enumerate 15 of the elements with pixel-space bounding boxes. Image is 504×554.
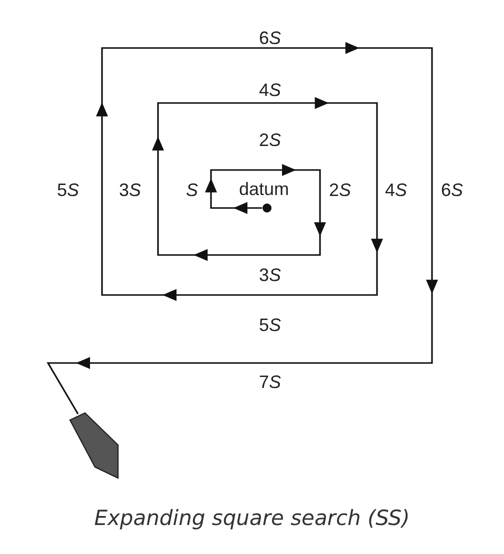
leg-length-label: 2S [328,181,352,199]
leg-length-label: 7S [258,373,282,391]
leg-length-label: 3S [258,266,282,284]
leg-length-label: 4S [384,181,408,199]
leg-length-label: 6S [440,181,464,199]
leg-length-label: S [186,181,198,199]
leg-length-label: 5S [258,316,282,334]
figure-caption: Expanding square search (SS) [93,506,411,530]
datum-label: datum [238,180,290,198]
leg-length-label: 6S [258,29,282,47]
leg-length-label: 4S [258,81,282,99]
search-path-arrow [46,42,438,414]
leg-length-label: 2S [258,131,282,149]
leg-length-label: 5S [56,181,80,199]
leg-length-label: 3S [118,181,142,199]
